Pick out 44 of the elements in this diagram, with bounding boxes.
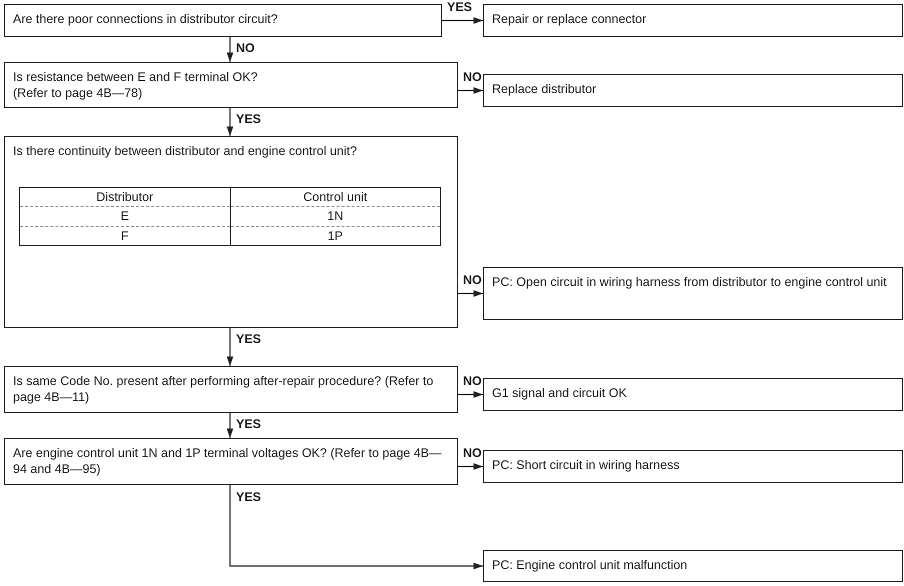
edge-label: YES (445, 0, 474, 14)
edge-label: NO (461, 446, 484, 460)
arrow (458, 391, 483, 398)
result-box (483, 450, 903, 483)
edge-label: NO (461, 374, 484, 388)
result-box (483, 74, 903, 107)
table-text: F (20, 226, 230, 246)
node-text: Replace distributor (492, 81, 598, 98)
question-box (4, 136, 458, 328)
result-box (483, 550, 903, 582)
node-text: PC: Short circuit in wiring harness (492, 457, 681, 474)
node-text: Is resistance between E and F terminal OK? (13, 69, 259, 86)
node-text: PC: Engine control unit malfunction (492, 557, 688, 574)
table-text: Distributor (20, 188, 230, 207)
question-box (4, 4, 442, 37)
node-text: PC: Open circuit in wiring harness from distributor to engine control unit (492, 274, 888, 290)
arrow (226, 37, 234, 62)
question-box (4, 366, 458, 413)
node-text: Are engine control unit 1N and 1P terminal voltages OK? (Refer to page 4B—94 and 4B—95) (13, 445, 442, 478)
question-box (4, 62, 458, 108)
result-box (483, 378, 903, 411)
table-text: Control unit (230, 188, 440, 207)
arrow (226, 108, 234, 136)
arrow (458, 290, 483, 297)
edge-label: NO (461, 70, 484, 84)
arrow (458, 87, 483, 94)
table-text: E (20, 206, 230, 226)
table-text: 1P (230, 226, 440, 246)
arrow (442, 17, 483, 24)
result-box (483, 267, 903, 320)
node-text: (Refer to page 4B—78) (13, 85, 144, 102)
arrow (226, 328, 234, 366)
node-text: Is there continuity between distributor and engine control unit? (13, 143, 358, 160)
question-box (4, 438, 458, 485)
arrow (458, 463, 483, 470)
table-text: 1N (230, 206, 440, 226)
node-text: Is same Code No. present after performing after-repair procedure? (Refer to page 4B—11) (13, 373, 434, 406)
arrow (226, 413, 234, 438)
node-text: G1 signal and circuit OK (492, 385, 628, 402)
node-text: Repair or replace connector (492, 11, 648, 28)
result-box (483, 4, 903, 37)
node-text: Are there poor connections in distributor circuit? (13, 11, 279, 28)
edge-label: NO (461, 274, 484, 288)
arrow (229, 485, 483, 570)
